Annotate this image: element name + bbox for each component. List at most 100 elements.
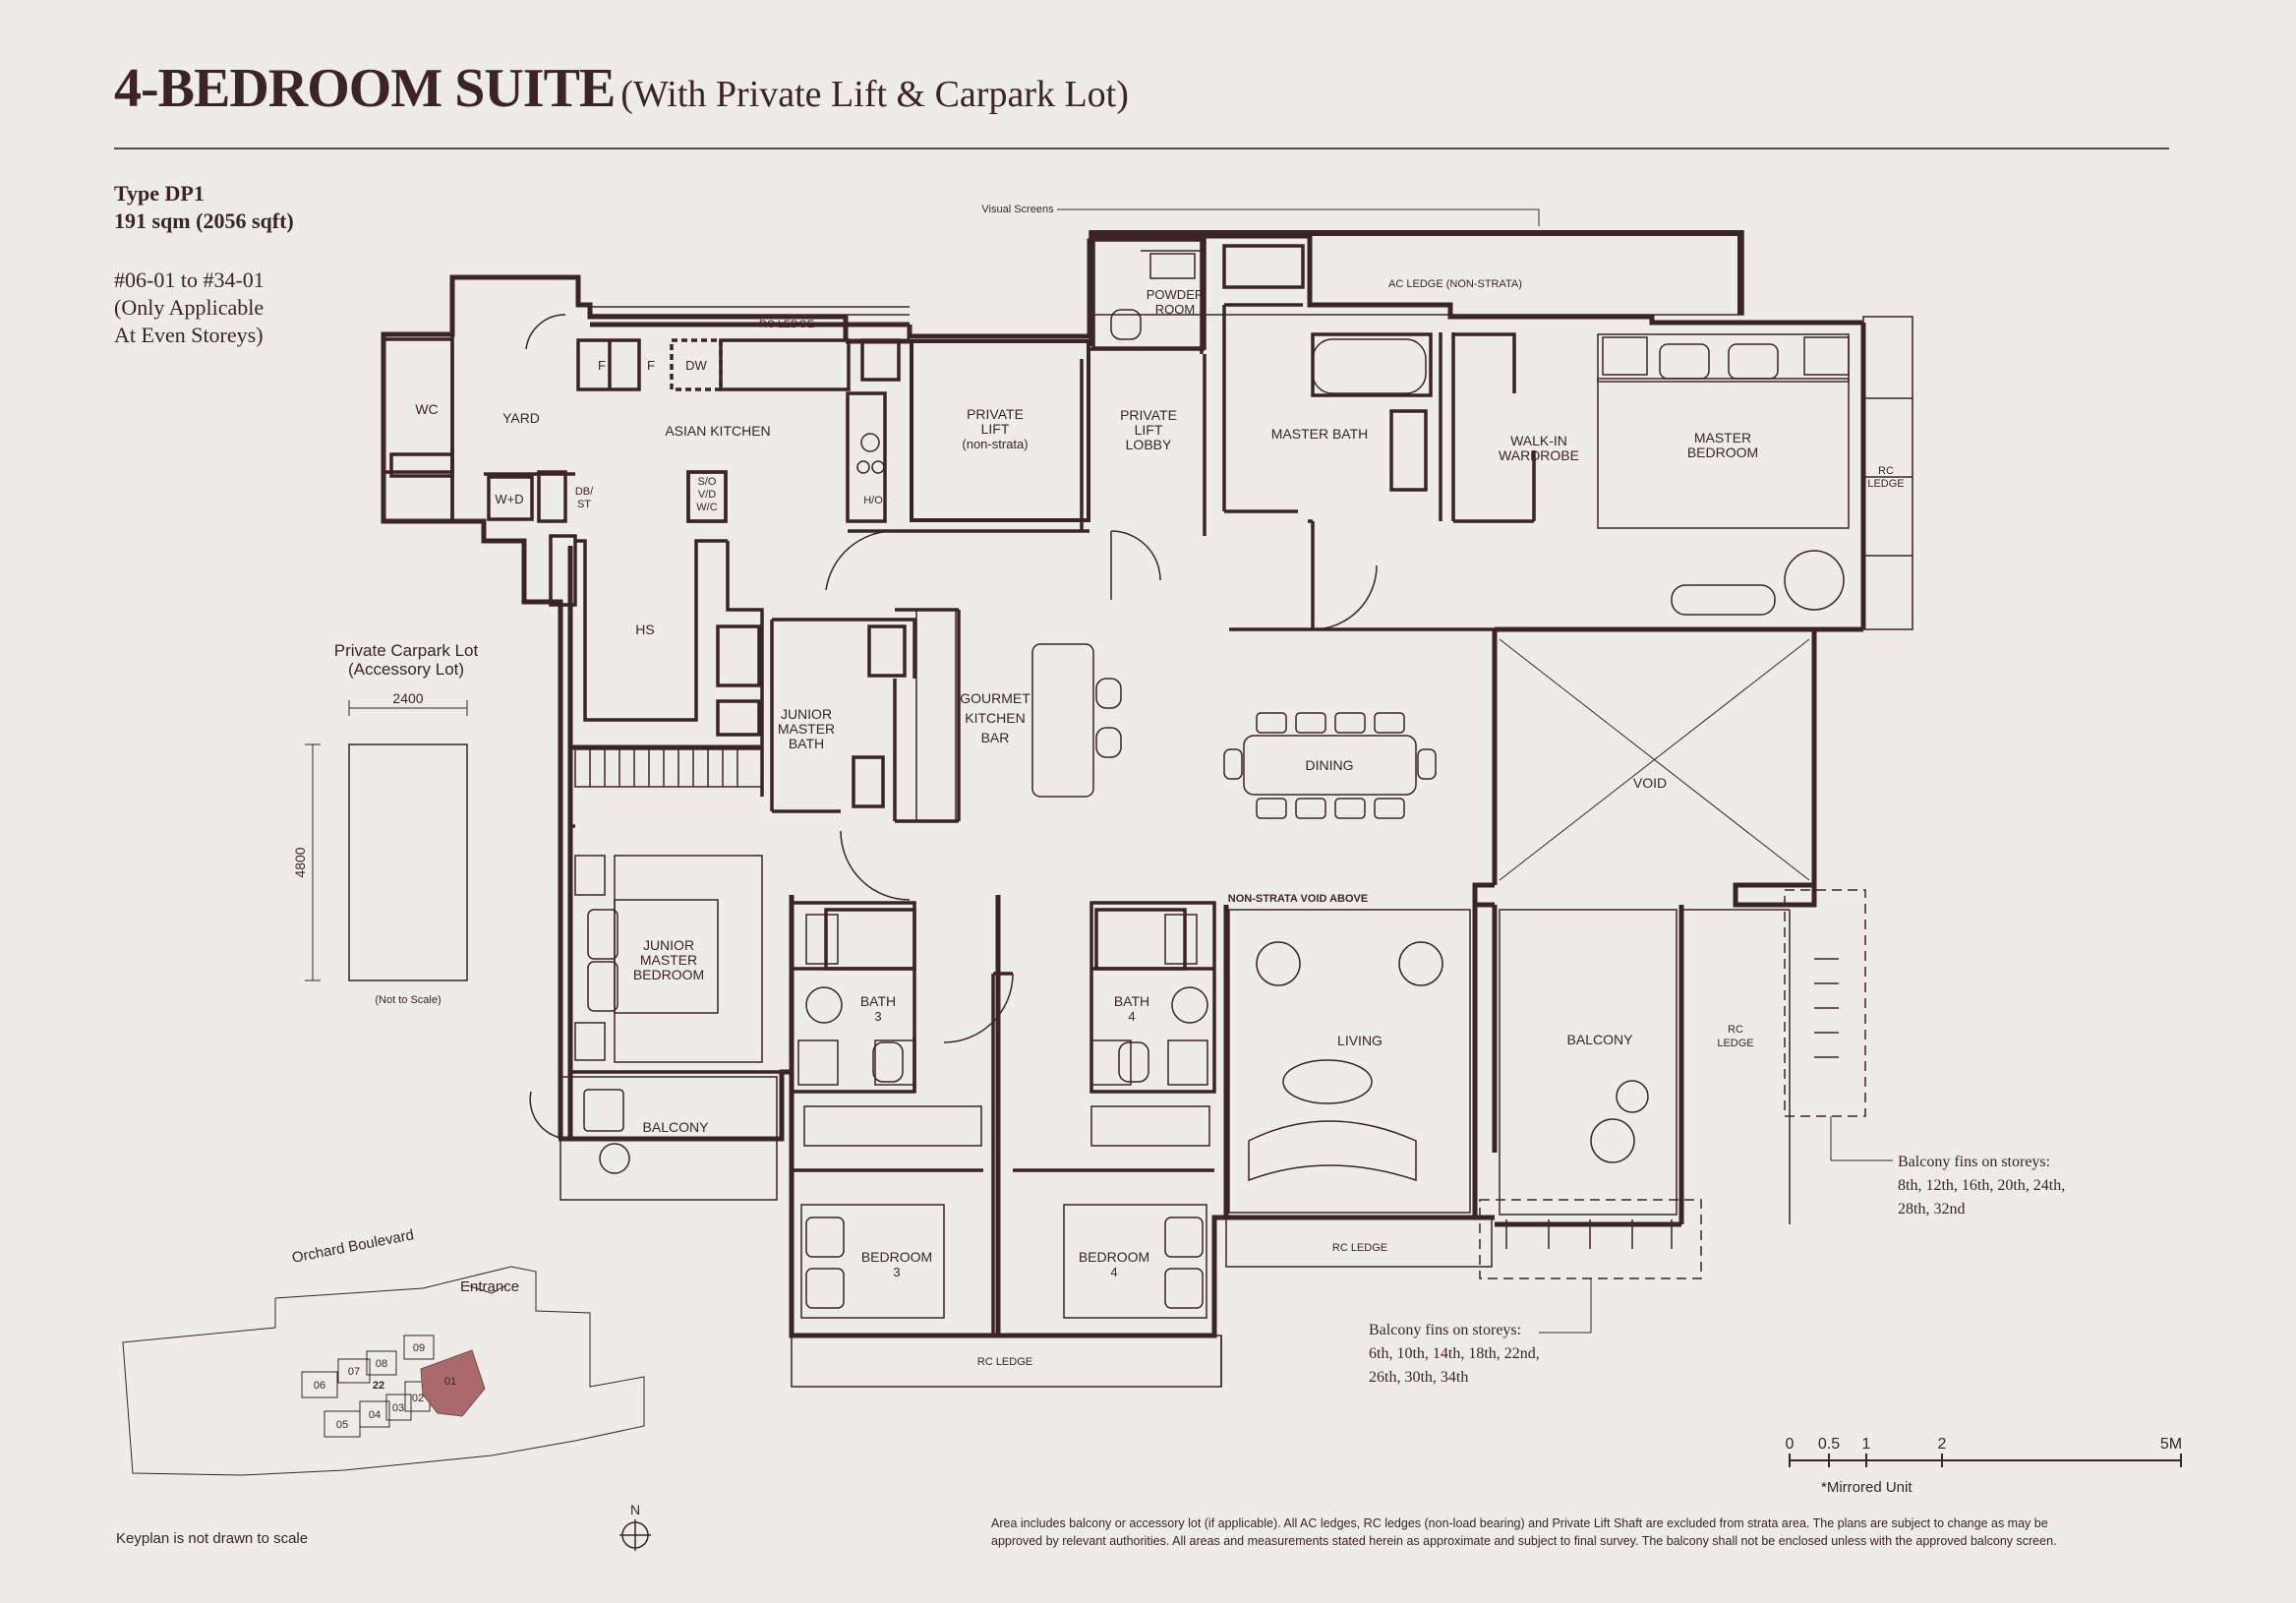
scale-tick-1: 1 bbox=[1862, 1436, 1871, 1453]
keyplan-block-22: 22 bbox=[373, 1380, 384, 1392]
carpark-label-2: (Accessory Lot) bbox=[348, 660, 464, 679]
keyplan-unit-06: 06 bbox=[314, 1380, 325, 1392]
label-gourmet-3: BAR bbox=[981, 730, 1010, 745]
unit-range-note1: (Only Applicable bbox=[114, 295, 265, 320]
page-title: 4-BEDROOM SUITE(With Private Lift & Carp… bbox=[114, 57, 1129, 120]
keyplan-unit-04: 04 bbox=[369, 1409, 381, 1421]
north-label: N bbox=[630, 1502, 640, 1517]
label-ho: H/O bbox=[863, 495, 883, 506]
keyplan-outline bbox=[122, 1266, 645, 1476]
unit-range-note2: At Even Storeys) bbox=[114, 323, 264, 347]
fins-right-3: 28th, 32nd bbox=[1898, 1201, 1965, 1217]
scale-tick-5m: 5M bbox=[2160, 1436, 2182, 1453]
keyplan-entrance: Entrance bbox=[460, 1278, 519, 1295]
label-jm-bedroom-1: JUNIOR bbox=[643, 937, 694, 953]
header-rule bbox=[114, 148, 2169, 149]
title-main: 4-BEDROOM SUITE bbox=[114, 58, 616, 119]
label-rc-ledge-top: RC LEDGE bbox=[759, 319, 814, 330]
label-jm-bedroom-2: MASTER bbox=[640, 952, 697, 968]
label-private-lift-3: (non-strata) bbox=[962, 437, 1028, 451]
label-master-bedroom-1: MASTER bbox=[1694, 430, 1751, 445]
label-rc-ledge-balcony-2: LEDGE bbox=[1717, 1038, 1753, 1049]
footnote-line-1: Area includes balcony or accessory lot (… bbox=[991, 1516, 2048, 1530]
label-powder-1: POWDER bbox=[1147, 287, 1205, 302]
label-gourmet-1: GOURMET bbox=[960, 690, 1030, 706]
label-bath4-2: 4 bbox=[1128, 1009, 1135, 1024]
keyplan-note: Keyplan is not drawn to scale bbox=[116, 1530, 309, 1547]
keyplan-unit-05: 05 bbox=[336, 1419, 348, 1431]
label-fridge-2: F bbox=[647, 358, 655, 373]
label-bedroom4-2: 4 bbox=[1110, 1265, 1117, 1279]
label-bedroom4-1: BEDROOM bbox=[1079, 1249, 1149, 1265]
label-dbst-1: DB/ bbox=[575, 486, 594, 498]
title-subtitle: (With Private Lift & Carpark Lot) bbox=[620, 74, 1129, 115]
balcony-fins bbox=[1479, 889, 1866, 1279]
label-powder-2: ROOM bbox=[1155, 302, 1195, 317]
unit-range-block: #06-01 to #34-01 (Only Applicable At Eve… bbox=[114, 267, 265, 349]
label-private-lift-1: PRIVATE bbox=[967, 406, 1024, 422]
label-dw: DW bbox=[685, 358, 707, 373]
exterior-walls bbox=[381, 233, 1866, 1338]
keyplan-unit-02: 02 bbox=[412, 1393, 424, 1404]
unit-area: 191 sqm (2056 sqft) bbox=[114, 208, 294, 233]
interior-walls bbox=[382, 238, 1536, 1336]
label-dbst-2: ST bbox=[577, 499, 591, 510]
keyplan-unit-08: 08 bbox=[376, 1358, 387, 1370]
label-walkin-2: WARDROBE bbox=[1499, 447, 1579, 463]
label-bath3-2: 3 bbox=[874, 1009, 881, 1024]
label-dining: DINING bbox=[1306, 757, 1354, 773]
keyplan-unit-03: 03 bbox=[392, 1402, 404, 1414]
keyplan-unit-01: 01 bbox=[444, 1376, 456, 1388]
label-wd: W+D bbox=[495, 492, 523, 506]
label-wc: WC bbox=[415, 401, 438, 417]
label-rc-ledge-mid: RC LEDGE bbox=[1332, 1242, 1387, 1254]
keyplan-unit-09: 09 bbox=[413, 1342, 425, 1354]
scale-tick-0: 0 bbox=[1786, 1436, 1795, 1453]
fins-bottom-1: Balcony fins on storeys: bbox=[1369, 1322, 1521, 1338]
keyplan-street: Orchard Boulevard bbox=[291, 1226, 416, 1267]
label-fridge-1: F bbox=[598, 358, 606, 373]
carpark-label-1: Private Carpark Lot bbox=[334, 641, 479, 660]
footnote-line-2: approved by relevant authorities. All ar… bbox=[991, 1534, 2057, 1548]
fins-right-1: Balcony fins on storeys: bbox=[1898, 1154, 2050, 1170]
fins-right-2: 8th, 12th, 16th, 20th, 24th, bbox=[1898, 1177, 2065, 1194]
unit-type-block: Type DP1 191 sqm (2056 sqft) bbox=[114, 180, 294, 235]
label-lift-lobby-2: LIFT bbox=[1135, 422, 1163, 438]
fin-markers bbox=[1057, 208, 1893, 1334]
label-hs: HS bbox=[635, 622, 654, 637]
label-void: VOID bbox=[1633, 775, 1667, 791]
north-arrow bbox=[619, 1519, 651, 1551]
label-rc-ledge-right-1: RC bbox=[1878, 465, 1894, 477]
label-jmb-2: MASTER bbox=[778, 721, 835, 737]
fins-bottom-2: 6th, 10th, 14th, 18th, 22nd, bbox=[1369, 1345, 1540, 1362]
label-jm-bedroom-3: BEDROOM bbox=[633, 967, 704, 982]
label-balcony-small: BALCONY bbox=[643, 1119, 710, 1135]
footnote: Area includes balcony or accessory lot (… bbox=[991, 1514, 2171, 1550]
label-private-lift-2: LIFT bbox=[981, 421, 1010, 437]
fixtures bbox=[525, 230, 1913, 1388]
carpark-lot bbox=[305, 700, 468, 981]
label-rc-ledge-right-2: LEDGE bbox=[1867, 478, 1904, 490]
unit-type: Type DP1 bbox=[114, 181, 205, 206]
label-lift-lobby-1: PRIVATE bbox=[1120, 407, 1177, 423]
label-walkin-1: WALK-IN bbox=[1510, 433, 1567, 448]
label-jmb-1: JUNIOR bbox=[781, 706, 832, 722]
label-jmb-3: BATH bbox=[789, 736, 824, 751]
label-lift-lobby-3: LOBBY bbox=[1126, 437, 1172, 452]
label-yard: YARD bbox=[502, 410, 540, 426]
label-asian-kitchen: ASIAN KITCHEN bbox=[665, 423, 770, 439]
scale-bar bbox=[1789, 1454, 2182, 1467]
label-nonstrata-void: NON-STRATA VOID ABOVE bbox=[1228, 893, 1368, 905]
label-bedroom3-2: 3 bbox=[893, 1265, 900, 1279]
scale-tick-2: 2 bbox=[1938, 1436, 1947, 1453]
label-bath3-1: BATH bbox=[860, 993, 896, 1009]
fins-bottom-3: 26th, 30th, 34th bbox=[1369, 1369, 1468, 1386]
label-visual-screens: Visual Screens bbox=[981, 204, 1054, 215]
label-master-bedroom-2: BEDROOM bbox=[1687, 445, 1758, 460]
label-bedroom3-1: BEDROOM bbox=[861, 1249, 932, 1265]
carpark-width: 2400 bbox=[392, 690, 423, 706]
label-rc-ledge-balcony-1: RC bbox=[1728, 1024, 1743, 1036]
carpark-note: (Not to Scale) bbox=[375, 994, 441, 1006]
carpark-length: 4800 bbox=[292, 847, 308, 877]
